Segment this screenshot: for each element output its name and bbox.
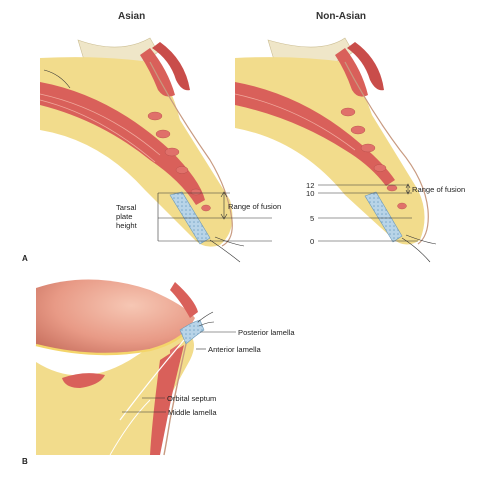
scale-tick-0: 0 [310,237,314,246]
nonasian-eyelid-illustration: Non-Asian [234,11,437,263]
orbital-septum-label: Orbital septum [167,394,216,403]
posterior-lamella-label: Posterior lamella [238,328,295,337]
scale-tick-10: 10 [306,189,314,198]
panel-letter-b: B [22,457,28,466]
anterior-lamella-label: Anterior lamella [208,345,262,354]
panel-letter-a: A [22,254,28,263]
nonasian-title: Non-Asian [316,11,366,22]
asian-title: Asian [118,11,145,22]
nonasian-measurements: Range of fusion 12 10 5 0 [306,181,465,246]
asian-range-of-fusion-label: Range of fusion [228,202,281,211]
asian-measurements: Range of fusion Tarsal plate height [116,191,281,242]
panel-b-cross-section [35,279,215,456]
scale-tick-12: 12 [306,181,314,190]
panel-b-labels: Posterior lamella Anterior lamella Orbit… [122,328,295,417]
tarsal-label-line2: plate [116,212,132,221]
tarsal-label-line3: height [116,221,138,230]
scale-tick-5: 5 [310,214,314,223]
tarsal-label-line1: Tarsal [116,203,137,212]
nonasian-range-of-fusion-label: Range of fusion [412,185,465,194]
middle-lamella-label: Middle lamella [168,408,217,417]
asian-eyelid-illustration: Asian [39,11,245,263]
